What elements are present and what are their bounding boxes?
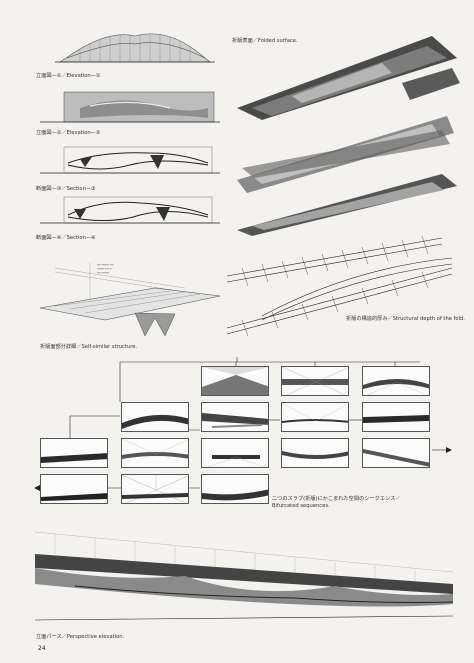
sequence-frame bbox=[281, 366, 349, 396]
sequence-frame bbox=[362, 402, 430, 432]
caption-bifurcated-en: Bifurcated sequences. bbox=[272, 503, 330, 509]
caption-structural-depth: 折版の構造的厚み／Structural depth of the fold. bbox=[346, 316, 465, 322]
sequence-frame bbox=[201, 402, 269, 432]
caption-folded-surface: 折版表面／Folded surface. bbox=[232, 38, 298, 44]
section-3-drawing bbox=[40, 143, 220, 181]
sequence-frame bbox=[201, 366, 269, 396]
structural-depth-drawing bbox=[222, 228, 462, 337]
sequence-frame bbox=[201, 438, 269, 468]
elevation-2-drawing bbox=[40, 84, 220, 128]
sequence-frame bbox=[40, 474, 108, 504]
sequence-frame bbox=[201, 474, 269, 504]
caption-section-3: 断面図—③／Section—③ bbox=[36, 186, 96, 192]
folded-surface-render-3 bbox=[232, 168, 462, 236]
folded-surface-render-1 bbox=[232, 28, 462, 120]
folded-surface-render-2 bbox=[232, 108, 462, 193]
sequence-frame bbox=[362, 438, 430, 468]
elevation-1-drawing bbox=[55, 22, 215, 70]
svg-text:━━ ━━━━: ━━ ━━━━ bbox=[96, 271, 109, 275]
caption-section-4: 断面図—④／Section—④ bbox=[36, 235, 96, 241]
caption-elevation-2: 立面図—②／Elevation—② bbox=[36, 130, 101, 136]
sequence-frame bbox=[121, 402, 189, 432]
sequence-frame bbox=[281, 402, 349, 432]
section-4-drawing bbox=[40, 193, 220, 231]
caption-self-similar: 折版面部分詳細／Self-similar structure. bbox=[40, 344, 138, 350]
sequence-frame bbox=[362, 366, 430, 396]
sequence-frame bbox=[281, 438, 349, 468]
self-similar-structure-drawing: ━━ ━━━━ ━━━━━━ ━━ ━ ━━ ━━━━ bbox=[35, 258, 225, 338]
svg-text:━━━━ ━━ ━: ━━━━ ━━ ━ bbox=[96, 267, 112, 271]
caption-elevation-1: 立面図—①／Elevation—① bbox=[36, 73, 101, 79]
page-number: 24 bbox=[38, 645, 46, 652]
svg-text:━━ ━━━━ ━━: ━━ ━━━━ ━━ bbox=[96, 263, 114, 267]
caption-bifurcated-jp: 二つのスラブ(折版)にかこまれた空間のシークエンス／ bbox=[272, 496, 401, 502]
sequence-frame bbox=[121, 474, 189, 504]
sequence-frame bbox=[121, 438, 189, 468]
caption-perspective-elevation: 立面パース／Perspective elevation. bbox=[36, 634, 125, 640]
perspective-elevation-drawing bbox=[34, 524, 454, 632]
sequence-frame bbox=[40, 438, 108, 468]
